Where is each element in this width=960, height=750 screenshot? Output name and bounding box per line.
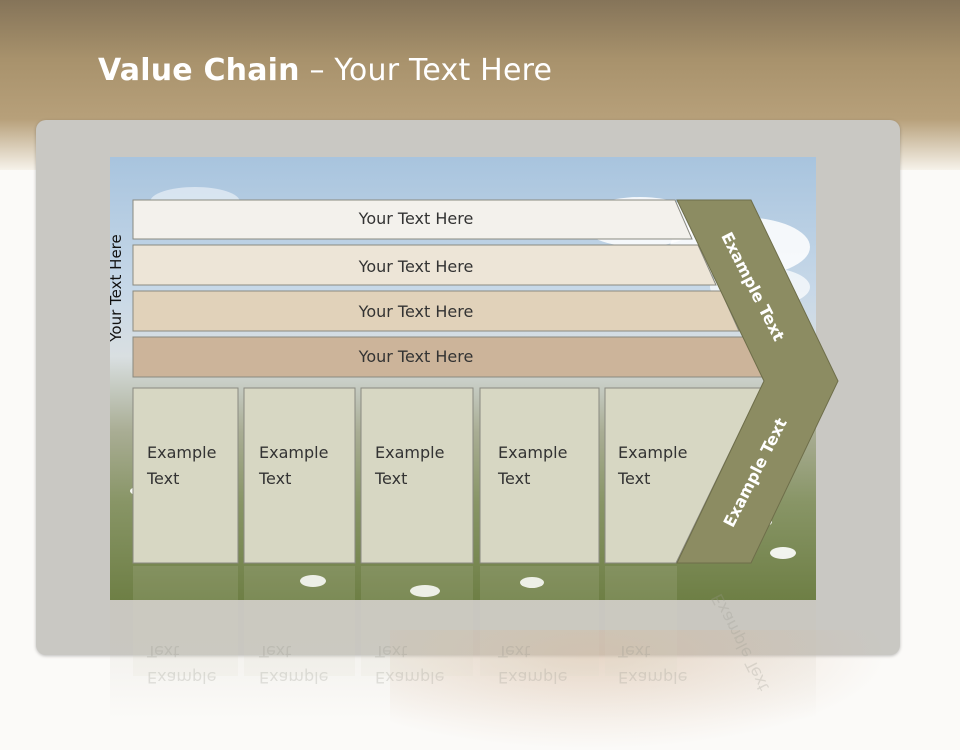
row-0-label: Your Text Here [358, 209, 474, 228]
title-bold: Value Chain [98, 53, 300, 88]
row-1-shape [132, 244, 717, 286]
column-4: Example Text [604, 387, 762, 564]
title-rest: – Your Text Here [299, 53, 553, 88]
column-4-line2: Text [617, 469, 650, 488]
row-1: Your Text Here [132, 244, 717, 286]
row-2-label: Your Text Here [358, 302, 474, 321]
column-2-box [360, 387, 474, 564]
column-3-line1: Example [498, 443, 567, 462]
reflection-text-1a: Text [258, 642, 291, 661]
reflection-text-4b: Example [618, 668, 687, 687]
column-1-line2: Text [258, 469, 291, 488]
row-0-shape [132, 199, 693, 240]
value-chain-diagram: Your Text Here Your Text Here Your Text … [107, 199, 839, 694]
column-4-line1: Example [618, 443, 687, 462]
reflection-text-2b: Example [375, 668, 444, 687]
row-3-label: Your Text Here [358, 347, 474, 366]
reflection-area [110, 600, 816, 720]
column-0-line2: Text [146, 469, 179, 488]
column-1-line1: Example [259, 443, 328, 462]
row-3: Your Text Here [132, 336, 764, 378]
chevron-arrow [676, 199, 839, 564]
reflection-text-0b: Example [147, 668, 216, 687]
column-3: Example Text [479, 387, 600, 564]
reflection-text-3a: Text [497, 642, 530, 661]
column-2-line2: Text [374, 469, 407, 488]
reflection-text-2a: Text [374, 642, 407, 661]
side-label: Your Text Here [107, 234, 125, 342]
slide-title: Value Chain – Your Text Here [98, 53, 552, 88]
column-4-shape [604, 387, 762, 564]
column-0-line1: Example [147, 443, 216, 462]
column-0-box [132, 387, 239, 564]
reflection-text-3b: Example [498, 668, 567, 687]
column-1-box [243, 387, 356, 564]
column-2: Example Text [360, 387, 474, 564]
row-0: Your Text Here [132, 199, 693, 240]
reflection-text-0a: Text [146, 642, 179, 661]
row-1-label: Your Text Here [358, 257, 474, 276]
column-0: Example Text [132, 387, 239, 564]
reflection-text-1b: Example [259, 668, 328, 687]
column-2-line1: Example [375, 443, 444, 462]
row-2-shape [132, 290, 740, 332]
row-2: Your Text Here [132, 290, 740, 332]
column-3-box [479, 387, 600, 564]
reflection-text-4a: Text [617, 642, 650, 661]
column-1: Example Text [243, 387, 356, 564]
column-3-line2: Text [497, 469, 530, 488]
reflection-chevron-text: Example Text [707, 591, 772, 695]
reflection-group: Text Example Text Example Text Example T… [133, 566, 773, 694]
